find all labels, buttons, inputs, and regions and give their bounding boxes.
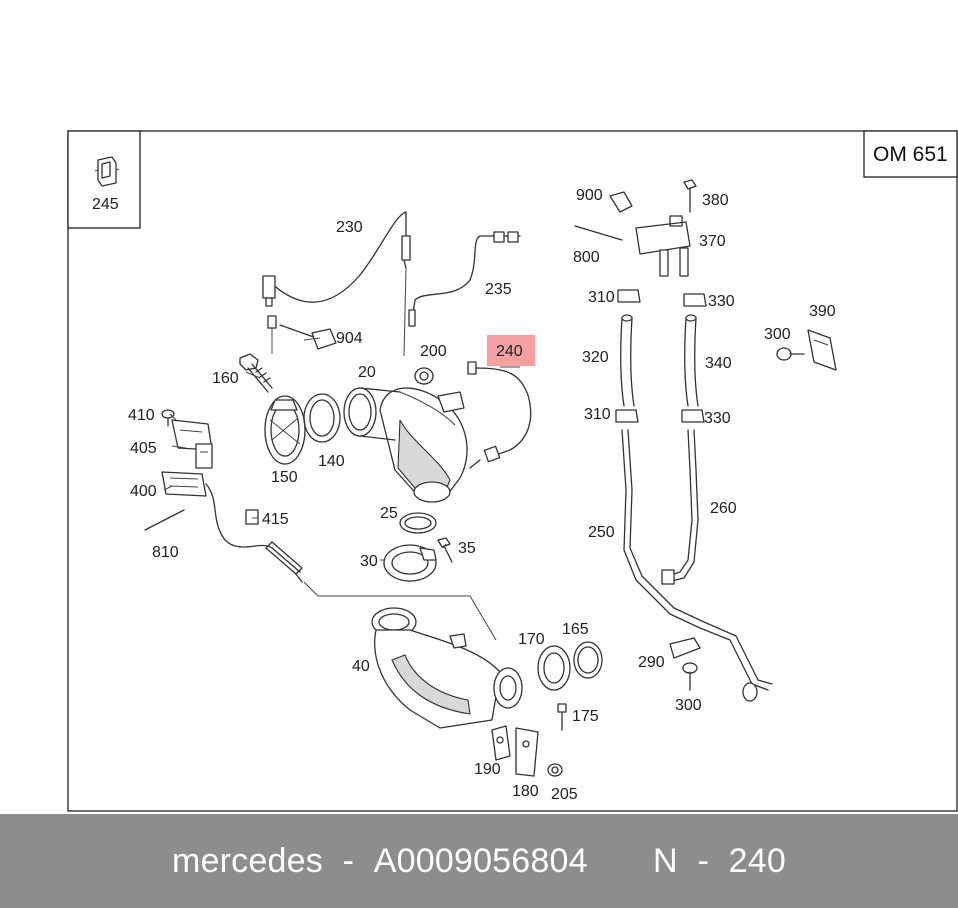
clamp-170 xyxy=(537,645,571,691)
bracket-405 xyxy=(171,419,213,469)
clamp-330-bottom xyxy=(681,409,705,423)
bracket-190 xyxy=(491,725,511,761)
label-40: 40 xyxy=(352,658,370,675)
bolt-380 xyxy=(683,179,697,213)
bolt-35 xyxy=(437,537,453,563)
clamp-310-top xyxy=(617,289,641,303)
footer-separator: - xyxy=(342,842,355,880)
label-330-bottom: 330 xyxy=(704,410,731,427)
label-900: 900 xyxy=(576,187,603,204)
exhaust-temp-sensor-235 xyxy=(408,231,521,327)
bracket-390 xyxy=(807,329,837,371)
pressure-sensor-400 xyxy=(161,471,303,583)
clamp-310-bottom xyxy=(615,409,639,423)
bolt-160 xyxy=(239,353,273,393)
label-180: 180 xyxy=(512,783,539,800)
seal-ring-165 xyxy=(573,641,603,679)
bolt-300-bottom xyxy=(682,662,698,691)
label-150: 150 xyxy=(271,469,298,486)
label-240: 240 xyxy=(496,343,523,360)
label-170: 170 xyxy=(518,631,545,648)
label-300-bottom: 300 xyxy=(675,697,702,714)
label-415: 415 xyxy=(262,511,289,528)
footer-position-number: 240 xyxy=(728,842,786,880)
label-190: 190 xyxy=(474,761,501,778)
label-300-top: 300 xyxy=(764,326,791,343)
inset-clip-icon xyxy=(94,156,120,187)
clip-415 xyxy=(245,509,259,525)
label-230: 230 xyxy=(336,219,363,236)
label-810: 810 xyxy=(152,544,179,561)
label-160: 160 xyxy=(212,370,239,387)
label-340: 340 xyxy=(705,355,732,372)
label-330-top: 330 xyxy=(708,293,735,310)
label-405: 405 xyxy=(130,440,157,457)
label-25: 25 xyxy=(380,505,398,522)
label-30: 30 xyxy=(360,553,378,570)
label-20: 20 xyxy=(358,364,376,381)
footer-n-label: N xyxy=(653,842,678,880)
label-904: 904 xyxy=(336,330,363,347)
inset-box xyxy=(67,130,141,229)
leader-sensor-to-dpf xyxy=(303,581,497,641)
label-290: 290 xyxy=(638,654,665,671)
footer-caption: mercedes - A0009056804 N - 240 xyxy=(0,814,958,908)
hose-320 xyxy=(620,314,635,407)
label-250: 250 xyxy=(588,524,615,541)
nut-205 xyxy=(547,763,563,777)
leader-lines xyxy=(163,267,520,561)
clamp-150 xyxy=(264,395,306,465)
clamp-330-top xyxy=(683,293,707,307)
footer-part-code: A0009056804 xyxy=(373,842,588,880)
cable-tie-904 xyxy=(267,315,337,354)
highlight-240-box xyxy=(487,335,535,366)
label-35: 35 xyxy=(458,540,476,557)
inset-part-label: 245 xyxy=(92,196,119,213)
label-320: 320 xyxy=(582,349,609,366)
label-260: 260 xyxy=(710,500,737,517)
label-200: 200 xyxy=(420,343,447,360)
pipe-260 xyxy=(661,429,699,585)
hose-340 xyxy=(684,314,699,407)
label-205: 205 xyxy=(551,786,578,803)
screw-410 xyxy=(161,409,175,427)
label-310-bottom: 310 xyxy=(584,406,611,423)
bracket-180 xyxy=(515,727,539,777)
footer-brand: mercedes xyxy=(172,842,323,880)
cable-tie-900 xyxy=(609,191,633,213)
label-390: 390 xyxy=(809,303,836,320)
exhaust-temp-sensor-240 xyxy=(467,361,532,469)
label-175: 175 xyxy=(572,708,599,725)
label-400: 400 xyxy=(130,483,157,500)
bolt-175 xyxy=(557,703,567,731)
label-235: 235 xyxy=(485,281,512,298)
footer-separator-2: - xyxy=(697,842,709,880)
screw-300-top xyxy=(776,347,805,361)
label-380: 380 xyxy=(702,192,729,209)
bracket-290 xyxy=(669,637,701,659)
pipe-250 xyxy=(621,429,773,702)
engine-label-box xyxy=(863,130,958,178)
leader-810 xyxy=(144,509,185,531)
pressure-sensor-370 xyxy=(635,215,691,277)
exhaust-parts-diagram: 245 OM 651 xyxy=(67,130,958,812)
label-140: 140 xyxy=(318,453,345,470)
nut-200 xyxy=(414,367,434,385)
particulate-filter-40 xyxy=(371,607,523,729)
label-165: 165 xyxy=(562,621,589,638)
seal-ring-140 xyxy=(303,393,341,443)
exhaust-temp-sensor-230 xyxy=(262,211,411,307)
clamp-30 xyxy=(383,544,437,582)
catalytic-converter-20 xyxy=(343,387,468,503)
leader-800 xyxy=(574,225,623,241)
label-800: 800 xyxy=(573,249,600,266)
seal-ring-25 xyxy=(399,512,437,534)
label-310-top: 310 xyxy=(588,289,615,306)
label-410: 410 xyxy=(128,407,155,424)
label-370: 370 xyxy=(699,233,726,250)
diagram-frame xyxy=(67,130,958,812)
engine-label: OM 651 xyxy=(873,143,948,166)
